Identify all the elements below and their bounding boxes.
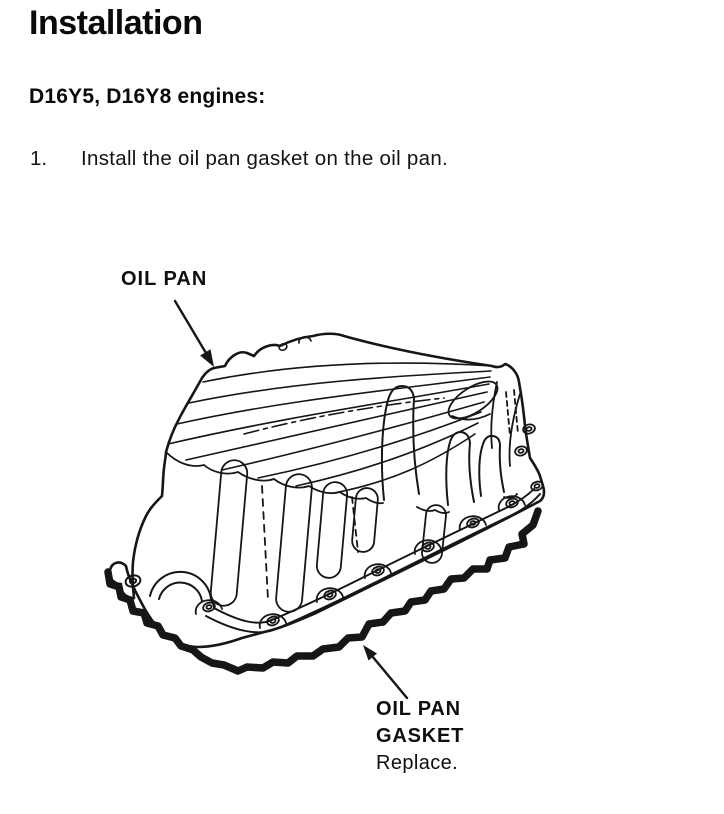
oil-pan-arrow bbox=[173, 299, 214, 367]
oil-pan-gasket-line bbox=[104, 507, 542, 675]
top-edge-bolt-hole bbox=[278, 343, 288, 351]
pan-ridge-ribs bbox=[380, 385, 505, 506]
gasket-label-note: Replace. bbox=[376, 752, 459, 774]
oil-pan-top-ribs bbox=[167, 362, 493, 494]
oil-pan-label: OIL PAN bbox=[121, 268, 208, 290]
page-title: Installation bbox=[29, 4, 203, 42]
oil-pan-gasket-label: OIL PAN GASKET Replace. bbox=[376, 696, 464, 777]
step-text: Install the oil pan gasket on the oil pa… bbox=[81, 147, 449, 170]
front-face-channels bbox=[209, 459, 447, 613]
gasket-arrow bbox=[363, 645, 409, 700]
end-cap-details bbox=[447, 380, 536, 467]
engines-heading: D16Y5, D16Y8 engines: bbox=[29, 85, 266, 108]
step-number: 1. bbox=[30, 147, 48, 170]
flange-ear-hole bbox=[124, 574, 142, 588]
flange-bolt-tabs bbox=[194, 480, 544, 629]
gasket-label-line1: OIL PAN bbox=[376, 698, 461, 720]
gasket-label-line2: GASKET bbox=[376, 725, 465, 747]
top-edge-notch bbox=[298, 336, 312, 344]
